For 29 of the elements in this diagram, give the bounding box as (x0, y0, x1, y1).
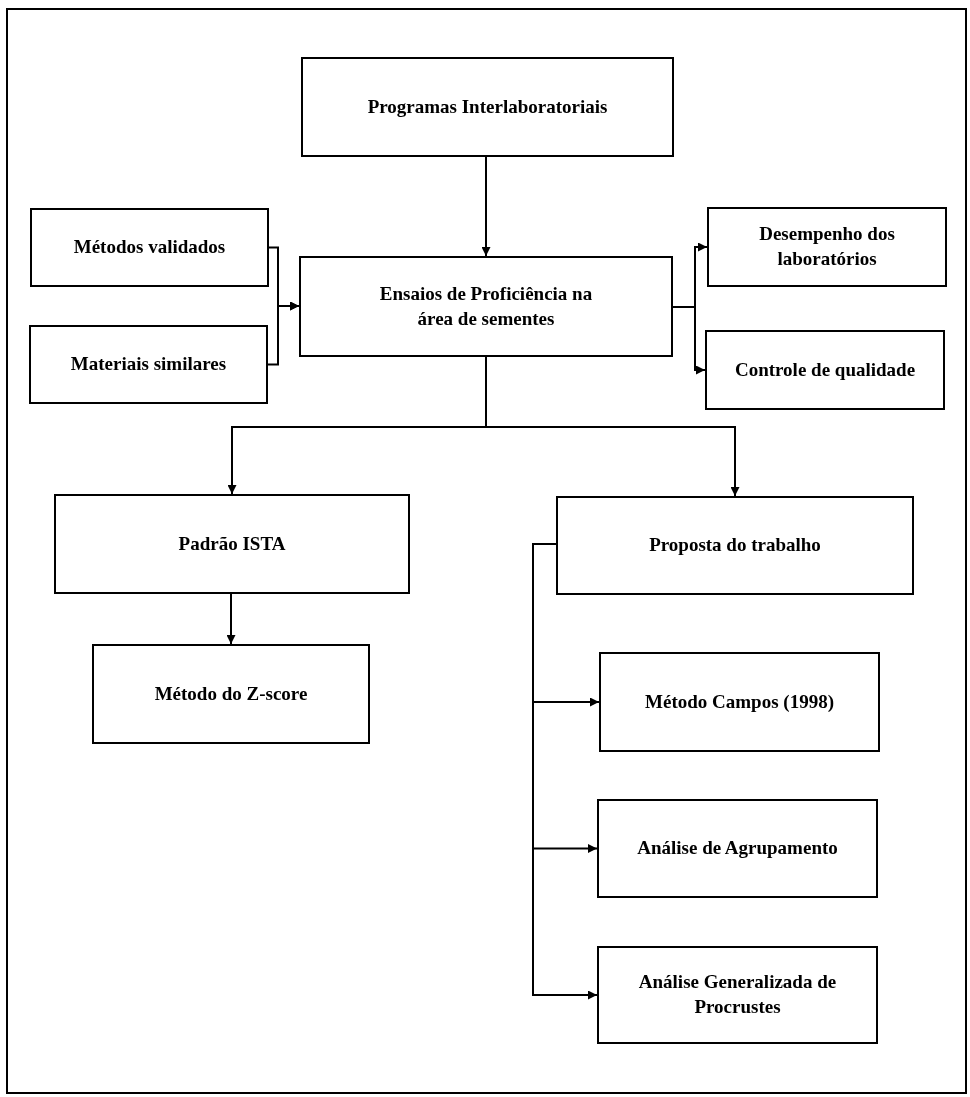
process-box (301, 57, 674, 157)
box-label: Ensaios de Proficiência na área de sementes (378, 281, 594, 331)
process-box (597, 946, 878, 1044)
process-box (597, 799, 878, 898)
arrow (226, 593, 236, 645)
box-label: Materiais similares (70, 352, 227, 377)
process-box (29, 325, 268, 404)
process-box (299, 256, 673, 357)
box-label: Método Campos (1998) (645, 689, 834, 714)
arrow (481, 156, 491, 257)
box-label: Programas Interlaboratoriais (367, 94, 608, 119)
box-label: Desempenho dos laboratórios (758, 222, 896, 271)
process-box (705, 330, 945, 410)
box-label: Padrão ISTA (178, 531, 286, 556)
box-label: Proposta do trabalho (649, 533, 821, 558)
box-label: Métodos validados (73, 235, 226, 260)
box-label: Controle de qualidade (734, 357, 916, 382)
process-box (92, 644, 370, 744)
arrow (672, 306, 706, 375)
process-box (599, 652, 880, 752)
process-box (54, 494, 410, 594)
box-label: Análise Generalizada de Procrustes (637, 970, 838, 1019)
process-box (556, 496, 914, 595)
process-box (30, 208, 269, 287)
arrow (267, 301, 300, 366)
box-label: Método do Z-score (154, 681, 308, 706)
arrow (532, 543, 598, 1000)
process-box (707, 207, 947, 287)
box-label: Análise de Agrupamento (637, 836, 838, 861)
